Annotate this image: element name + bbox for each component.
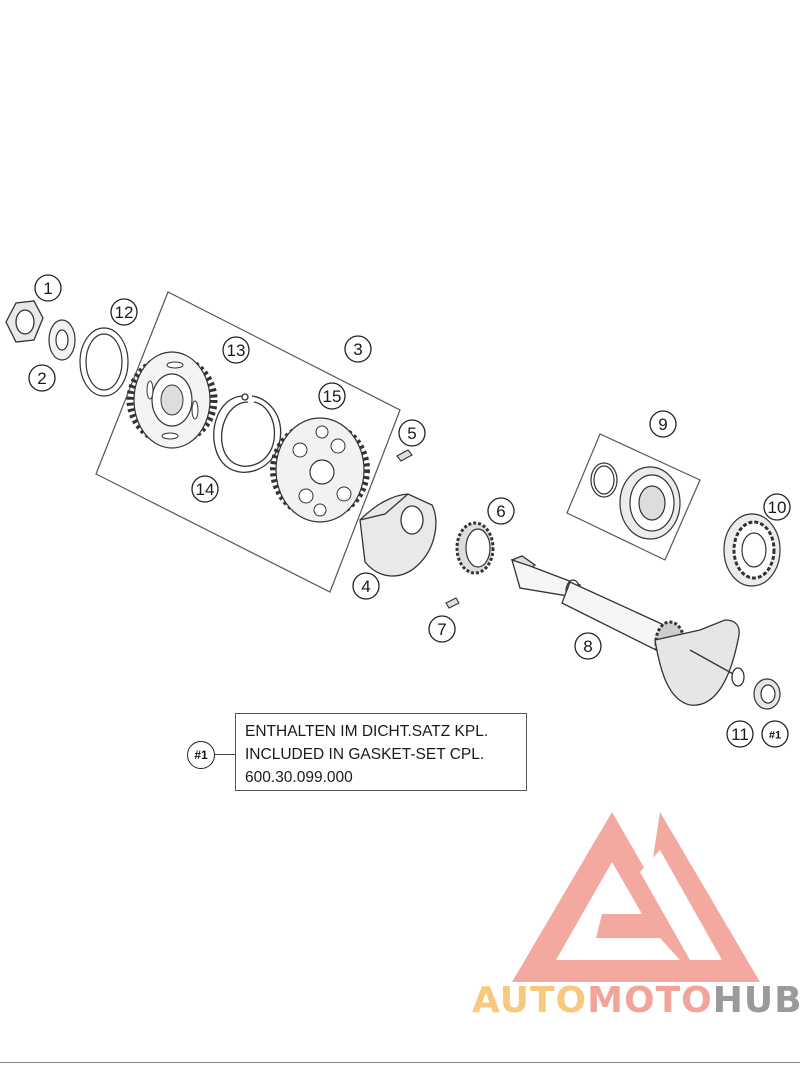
note-line-english: INCLUDED IN GASKET-SET CPL.	[245, 746, 485, 763]
callout-label-9: 9	[658, 415, 667, 434]
callout-circle-4	[352, 572, 380, 600]
watermark-wordmark: AUTOMOTOHUB	[472, 981, 800, 1021]
callout-circle-8	[574, 632, 602, 660]
part-woodruff-key	[396, 449, 413, 462]
watermark-logo	[512, 812, 760, 982]
footer-rule	[0, 1062, 800, 1063]
callout-8: 8	[574, 632, 602, 660]
callout-13: 13	[222, 336, 250, 364]
callout-label-3: 3	[353, 340, 362, 359]
watermark-word-auto: AUTO	[472, 980, 588, 1021]
callout-label-6: 6	[496, 502, 505, 521]
part-needle-bearing	[455, 521, 495, 575]
gasket-set-note: ENTHALTEN IM DICHT.SATZ KPL. INCLUDED IN…	[235, 713, 527, 791]
kit-ref-part11: #1	[761, 720, 789, 748]
callout-6: 6	[487, 497, 515, 525]
callout-circle-10	[763, 493, 791, 521]
part-shaft-seal	[753, 678, 781, 710]
callout-circle-5	[398, 419, 426, 447]
callout-label-8: 8	[583, 637, 592, 656]
callout-circle-13	[222, 336, 250, 364]
callout-circle-14	[191, 475, 219, 503]
part-washer	[48, 319, 76, 361]
callout-circle-6	[487, 497, 515, 525]
callout-label-2: 2	[37, 369, 46, 388]
callout-label-13: 13	[227, 341, 246, 360]
callout-label-4: 4	[361, 577, 370, 596]
callout-label-11: 11	[731, 725, 749, 744]
callout-circle-11	[726, 720, 754, 748]
callout-label-10: 10	[768, 498, 787, 517]
watermark-word-moto: MOTO	[587, 980, 713, 1021]
callout-circle-15	[318, 382, 346, 410]
callout-label-7: 7	[437, 620, 446, 639]
note-leader-line	[215, 754, 235, 755]
callout-label-12: 12	[115, 303, 134, 322]
callout-circle-7	[428, 615, 456, 643]
callout-label-14: 14	[196, 480, 215, 499]
part-balance-shaft	[510, 555, 745, 706]
callout-1: 1	[34, 274, 62, 302]
callout-circle-2	[28, 364, 56, 392]
assembly-outline-9	[566, 433, 701, 561]
callout-3: 3	[344, 335, 372, 363]
callout-circle-9	[649, 410, 677, 438]
part-shim	[79, 327, 129, 397]
part-counterweight	[359, 493, 437, 577]
callout-14: 14	[191, 475, 219, 503]
part-hex-nut	[5, 300, 44, 343]
callout-label-1: 1	[43, 279, 52, 298]
part-roller-bearing	[723, 513, 781, 587]
callout-2: 2	[28, 364, 56, 392]
callout-11: 11	[726, 720, 754, 748]
part-circlip	[213, 393, 282, 473]
callout-10: 10	[763, 493, 791, 521]
callout-9: 9	[649, 410, 677, 438]
note-part-number: 600.30.099.000	[245, 769, 353, 786]
callout-circle-3	[344, 335, 372, 363]
watermark-word-hub: HUB	[712, 980, 800, 1021]
callout-circle-12	[110, 298, 138, 326]
part-sprocket-gear	[270, 417, 370, 523]
callout-label-5: 5	[407, 424, 416, 443]
assembly-outline-3	[95, 291, 401, 593]
note-ref-badge: #1	[187, 741, 215, 769]
callout-7: 7	[428, 615, 456, 643]
callout-label-15: 15	[323, 387, 342, 406]
note-line-german: ENTHALTEN IM DICHT.SATZ KPL.	[245, 723, 489, 740]
callout-5: 5	[398, 419, 426, 447]
callout-12: 12	[110, 298, 138, 326]
part-ball-bearing-kit	[590, 462, 681, 540]
callout-15: 15	[318, 382, 346, 410]
part-small-key	[445, 597, 460, 609]
callout-circle-1	[34, 274, 62, 302]
kit-ref-part11-label: #1	[769, 730, 781, 742]
callout-4: 4	[352, 572, 380, 600]
part-large-gear	[126, 351, 218, 449]
